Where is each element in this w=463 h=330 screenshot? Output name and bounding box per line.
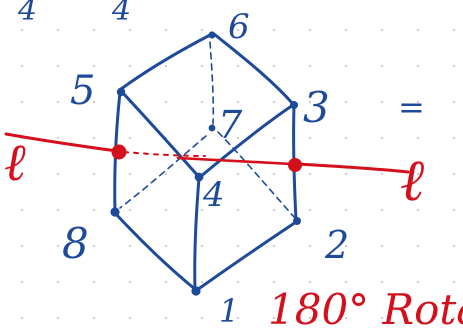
hidden-edge-7-2	[217, 131, 296, 219]
edge-8-1	[113, 211, 198, 292]
vertex-7-dot	[208, 124, 216, 132]
vertex-label-8: 8	[62, 219, 89, 268]
vertex-labels: 4 4 6 5 3 7 4 8 2 1 =	[17, 0, 425, 330]
edge-4-1	[193, 176, 201, 292]
vertex-label-1: 1	[219, 292, 239, 330]
vertex-label-5: 5	[70, 68, 95, 114]
axis-right-segment	[296, 162, 410, 174]
top-left-label-a: 4	[17, 0, 37, 28]
vertex-3-dot	[290, 101, 298, 109]
vertex-8-dot	[110, 207, 120, 217]
edge-5-6	[119, 32, 214, 91]
axis-pierce-point-right	[288, 158, 302, 172]
edge-4-3	[198, 103, 295, 179]
vertex-label-4: 4	[202, 175, 225, 215]
edge-6-3	[212, 32, 295, 106]
axis-hidden-segment	[123, 151, 206, 157]
axis-label-right: ℓ	[400, 146, 424, 214]
axis-pierce-point-left	[111, 144, 127, 160]
axis-label-left: ℓ	[4, 133, 26, 193]
vertex-label-7: 7	[218, 103, 243, 147]
cube-vertices	[110, 31, 301, 296]
vertex-label-2: 2	[324, 223, 349, 267]
edge-1-2	[195, 220, 298, 292]
axis-mid-segment	[176, 156, 294, 166]
equals-sign: =	[398, 88, 425, 126]
edge-5-4	[120, 90, 201, 179]
top-left-label-b: 4	[111, 0, 131, 28]
rotation-caption: 180° Rotat	[268, 285, 463, 330]
cube-hidden-edges	[119, 41, 296, 219]
hidden-edge-6-7	[209, 41, 215, 125]
rotation-axis	[4, 132, 410, 174]
vertex-2-dot	[293, 217, 301, 225]
vertex-6-dot	[208, 31, 216, 39]
axis-left-segment	[4, 132, 119, 153]
vertex-5-dot	[116, 87, 126, 97]
vertex-1-dot	[191, 286, 201, 296]
vertex-label-6: 6	[228, 7, 250, 47]
hidden-edge-7-8	[119, 135, 207, 209]
vertex-label-3: 3	[303, 83, 330, 132]
vertex-4-dot	[194, 172, 204, 182]
axis-labels: ℓ ℓ 180° Rotat	[4, 133, 463, 330]
